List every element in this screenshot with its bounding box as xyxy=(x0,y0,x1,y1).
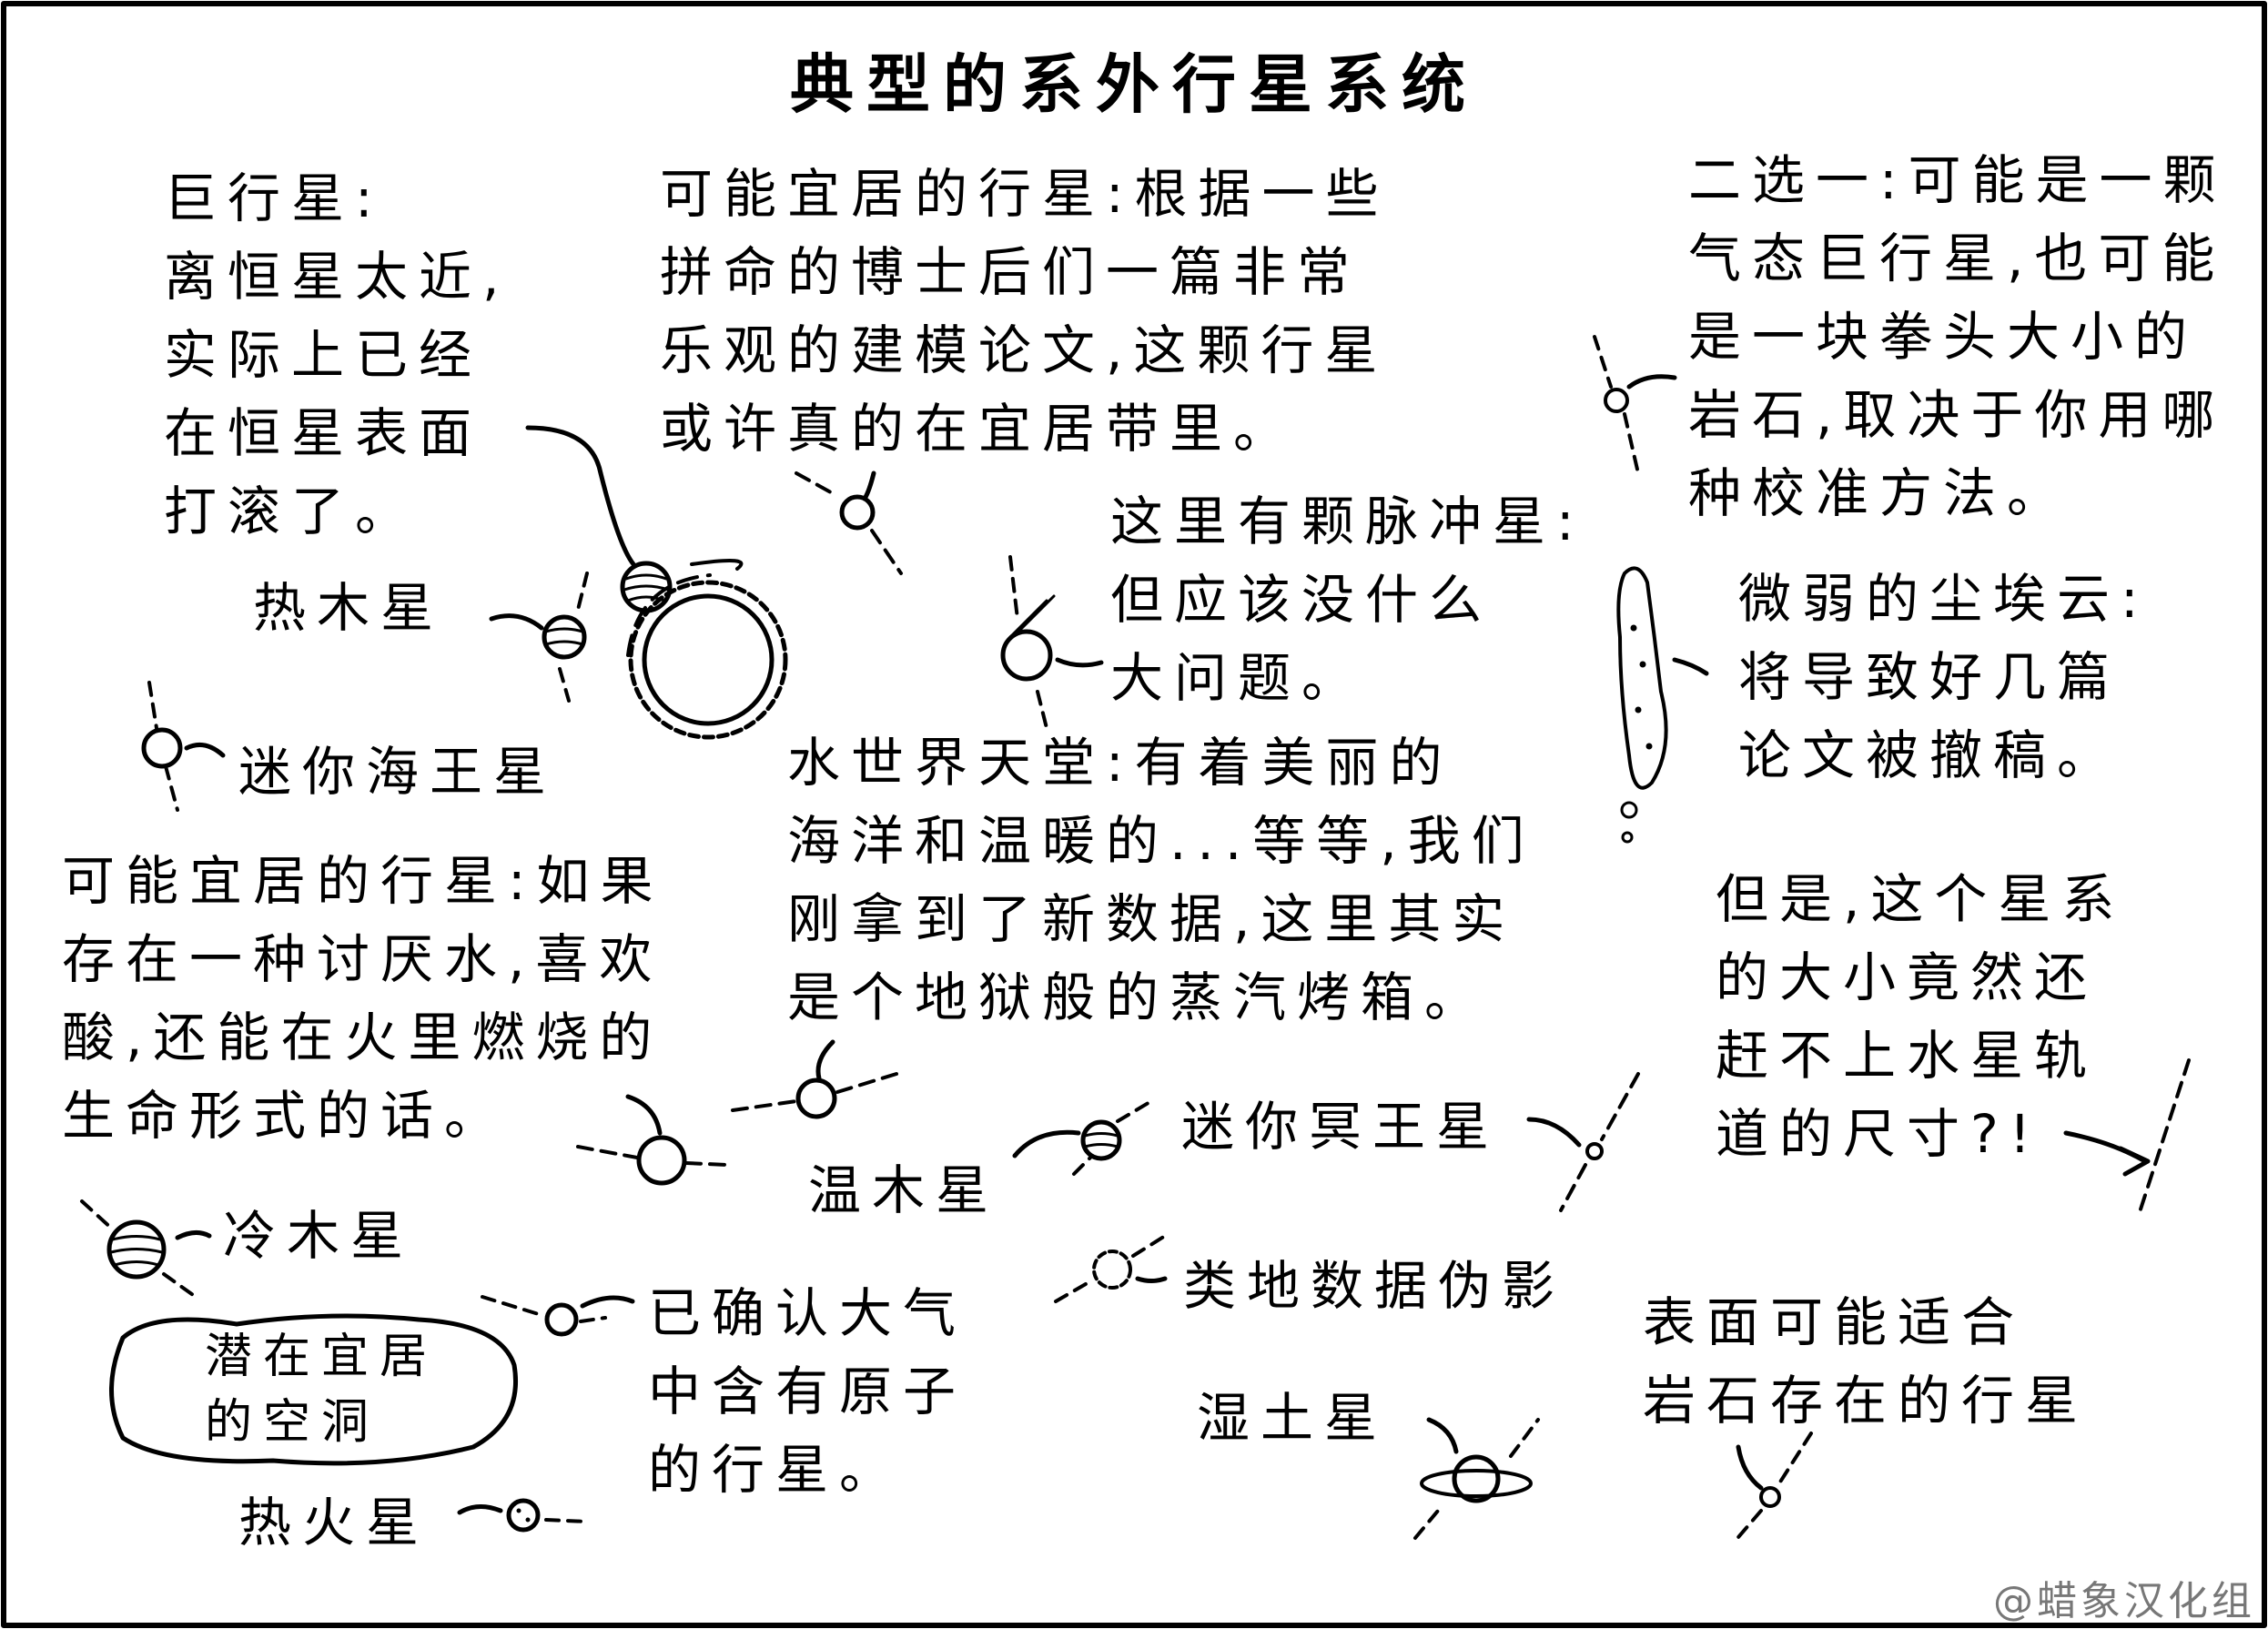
water-world-label: 水世界天堂:有着美丽的 海洋和温暖的...等等,我们 刚拿到了新数据,这里其实 … xyxy=(787,732,1535,1028)
dust-cloud-label: 微弱的尘埃云: 将导致好几篇 论文被撤稿。 xyxy=(1738,568,2150,786)
atoms-atmosphere-planet-icon xyxy=(481,1295,635,1337)
atoms-atmosphere-label: 已确认大气 中含有原子 的行星。 xyxy=(648,1282,967,1501)
mini-neptune-label: 迷你海王星 xyxy=(238,741,558,803)
either-or-label: 二选一:可能是一颗 气态巨行星,也可能 是一块拳头大小的 岩石,取决于你用哪 种… xyxy=(1688,149,2227,524)
hot-jupiter-icon xyxy=(489,572,589,703)
hot-jupiter-label: 热木星 xyxy=(253,577,445,639)
cold-jupiter-icon xyxy=(80,1199,212,1299)
warm-jupiter-icon xyxy=(1012,1099,1153,1176)
rocky-surface-planet-icon xyxy=(1732,1432,1813,1544)
system-size-arrow-icon xyxy=(2063,1058,2191,1217)
earthlike-artifact-icon xyxy=(1054,1231,1171,1303)
wet-saturn-label: 湿土星 xyxy=(1197,1387,1389,1449)
pulsar-icon xyxy=(1000,555,1104,730)
water-world-planet-icon xyxy=(731,1039,898,1119)
habitable-acid-label: 可能宜居的行星:如果 存在一种讨厌水,喜欢 酸,还能在火里燃烧的 生命形式的话。 xyxy=(62,850,664,1147)
rocky-surface-label: 表面可能适合 岩石存在的行星 xyxy=(1643,1291,2090,1432)
habitable-optimistic-label: 可能宜居的行星:根据一些 拼命的博士后们一篇非常 乐观的建模论文,这颗行星 或许… xyxy=(660,163,1390,460)
system-size-label: 但是,这个星系 的大小竟然还 赶不上水星轨 道的尺寸?! xyxy=(1716,868,2126,1165)
giant-planet-icon xyxy=(525,425,673,613)
hot-mars-icon xyxy=(457,1498,589,1533)
hot-mars-label: 热火星 xyxy=(238,1492,430,1553)
mini-pluto-label: 迷你冥王星 xyxy=(1181,1096,1501,1158)
mini-neptune-icon xyxy=(141,681,226,812)
habitable-optimistic-planet-icon xyxy=(795,470,903,575)
warm-jupiter-label: 温木星 xyxy=(808,1159,1000,1221)
cold-jupiter-label: 冷木星 xyxy=(223,1205,415,1267)
giant-planet-label: 巨行星: 离恒星太近, 实际上已经 在恒星表面 打滚了。 xyxy=(164,167,511,542)
star-icon xyxy=(626,559,788,740)
wet-saturn-icon xyxy=(1413,1417,1540,1540)
habitable-acid-planet-icon xyxy=(576,1094,730,1186)
habitable-void-bubble xyxy=(109,1313,518,1466)
credit-watermark: @蜡象汉化组 xyxy=(1993,1578,2255,1624)
mini-pluto-icon xyxy=(1526,1072,1640,1212)
earthlike-artifact-label: 类地数据伪影 xyxy=(1183,1255,1566,1317)
pulsar-label: 这里有颗脉冲星: 但应该没什么 大问题。 xyxy=(1110,491,1585,709)
comic-title: 典型的系外行星系统 xyxy=(790,47,1478,122)
either-or-planet-icon xyxy=(1593,335,1677,475)
habitable-void-label: 潜在宜居 的空洞 xyxy=(205,1330,439,1450)
dust-cloud-icon xyxy=(1616,566,1709,844)
